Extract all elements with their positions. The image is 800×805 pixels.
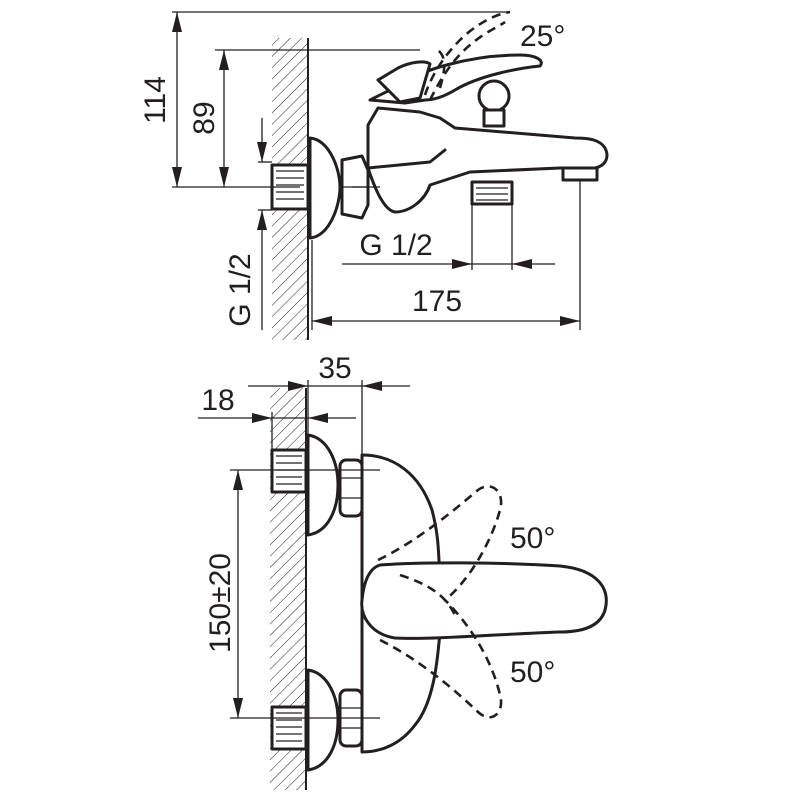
side-view: 114 89 G 1/2 G 1/2 17 [139,10,609,340]
flange-bottom [306,668,340,772]
lever-rotated-outline [423,10,511,96]
dimension-thread-bottom: G 1/2 [342,229,555,269]
dim-89-label: 89 [188,101,221,134]
spout-outlet [561,166,599,182]
dim-thread-side-label: G 1/2 [224,253,257,326]
angle-top-label: 50° [510,522,555,555]
dim-35-label: 35 [318,352,351,385]
dim-150-label: 150±20 [204,553,237,653]
lever-rotated-up [377,485,503,602]
wall-flange [308,136,342,240]
diverter-knob [477,79,511,128]
front-view: 35 18 150±20 50° 50° [198,352,608,790]
dimension-35: 35 [248,352,410,391]
dimension-89: 89 [188,50,229,187]
lever-handle-front [360,561,608,640]
angle-bottom-label: 50° [510,656,555,689]
dim-thread-bottom-label: G 1/2 [359,229,432,262]
threaded-connector-bottom [270,705,308,751]
hex-nut-top [338,458,364,518]
dimension-150: 150±20 [204,470,243,718]
dim-114-label: 114 [139,76,172,124]
bottom-connector [470,180,514,270]
dimension-thread-side: G 1/2 [224,118,267,330]
angle-lever-label: 25° [520,20,565,53]
threaded-connector-top [270,448,308,494]
lever-rotated-down [379,599,503,719]
dimension-114: 114 [139,12,182,187]
dim-18-label: 18 [201,384,234,417]
flange-top [306,433,340,537]
dimension-175: 175 [312,285,580,326]
dimension-18: 18 [198,384,356,450]
dim-175-label: 175 [412,285,462,318]
